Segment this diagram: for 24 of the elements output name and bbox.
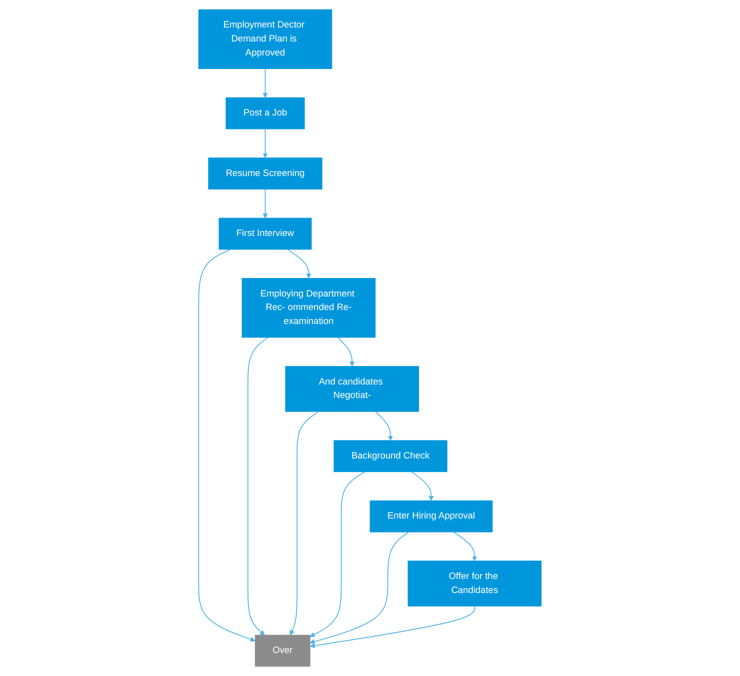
arrow bbox=[310, 532, 410, 644]
node-box: Employment Dector Demand Plan is Approved bbox=[198, 9, 332, 69]
arrow bbox=[262, 128, 268, 158]
arrow bbox=[262, 68, 268, 98]
node-box: First Interview bbox=[218, 218, 312, 250]
arrow bbox=[310, 606, 476, 648]
arrow bbox=[262, 188, 268, 218]
node-box: Post a Job bbox=[226, 97, 305, 130]
arrow bbox=[290, 411, 320, 636]
node-box: And candidates Negotiat- bbox=[285, 366, 420, 412]
arrow bbox=[375, 411, 394, 441]
arrow bbox=[198, 248, 256, 642]
node-box: Enter Hiring Approval bbox=[370, 500, 493, 532]
node-box: Employing Department Rec- ommended Re-examination bbox=[242, 278, 376, 338]
arrow bbox=[411, 471, 434, 501]
arrow bbox=[310, 471, 366, 637]
arrow bbox=[248, 336, 268, 636]
arrow bbox=[453, 532, 478, 562]
node-box: Resume Screening bbox=[208, 158, 322, 190]
node-box: Offer for the Candidates bbox=[408, 560, 542, 606]
node-box: Background Check bbox=[334, 440, 448, 472]
node-box: Over bbox=[254, 634, 310, 667]
arrow bbox=[337, 336, 355, 367]
arrow bbox=[287, 248, 312, 279]
